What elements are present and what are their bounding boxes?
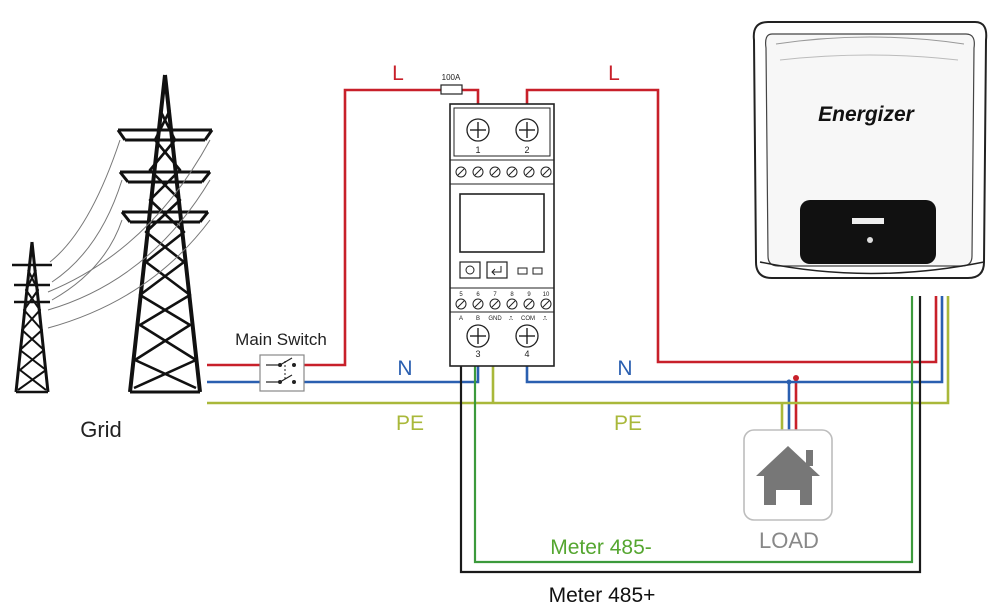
- power-lines: [47, 139, 211, 329]
- meter-signal-label-b: B: [476, 316, 480, 322]
- neutral-label-right: N: [617, 357, 632, 380]
- meter-signal-label-a: A: [459, 316, 463, 322]
- meter-signal-label-com: COM: [521, 316, 535, 322]
- transmission-tower-large-icon: [116, 74, 214, 394]
- meter-terminal-10: 10: [543, 292, 550, 298]
- meter-terminal-7: 7: [493, 292, 497, 298]
- pe-label-right: PE: [614, 412, 642, 435]
- rs485-minus-wire: [473, 296, 914, 564]
- meter-terminal-5: 5: [459, 292, 463, 298]
- meter-terminal-3: 3: [475, 349, 480, 359]
- load-junction-dot: [793, 375, 799, 381]
- line-label-right: L: [608, 62, 620, 85]
- main-switch-label: Main Switch: [235, 330, 327, 349]
- load-junction-dot-neutral: [786, 379, 792, 385]
- meter-terminal-6: 6: [476, 292, 480, 298]
- line-label-left: L: [392, 62, 404, 85]
- meter-signal-label-gnd: GND: [488, 316, 502, 322]
- transmission-tower-small-icon: [12, 241, 52, 394]
- fuse-icon: [440, 84, 463, 95]
- meter-signal-label-pulse1: ⎍: [509, 316, 514, 322]
- neutral-label-left: N: [397, 357, 412, 380]
- meter-terminal-1: 1: [475, 145, 480, 155]
- meter-terminal-2: 2: [524, 145, 529, 155]
- main-switch-icon: [259, 354, 305, 392]
- energy-meter-icon: [449, 103, 555, 367]
- meter-terminal-9: 9: [527, 292, 531, 298]
- meter-signal-label-pulse2: ⎍: [543, 316, 548, 322]
- meter-terminal-8: 8: [510, 292, 514, 298]
- pe-label-left: PE: [396, 412, 424, 435]
- rs485-plus-wire: [459, 296, 922, 574]
- grid-label: Grid: [80, 417, 122, 442]
- inverter-icon: [752, 21, 988, 279]
- meter-485-plus-label: Meter 485+: [549, 584, 656, 607]
- meter-485-minus-label: Meter 485-: [550, 536, 652, 559]
- fuse-label: 100A: [442, 73, 461, 82]
- meter-terminal-4: 4: [524, 349, 529, 359]
- load-label: LOAD: [759, 528, 819, 553]
- house-icon: [756, 446, 820, 505]
- inverter-brand-logo: Energizer: [818, 103, 916, 126]
